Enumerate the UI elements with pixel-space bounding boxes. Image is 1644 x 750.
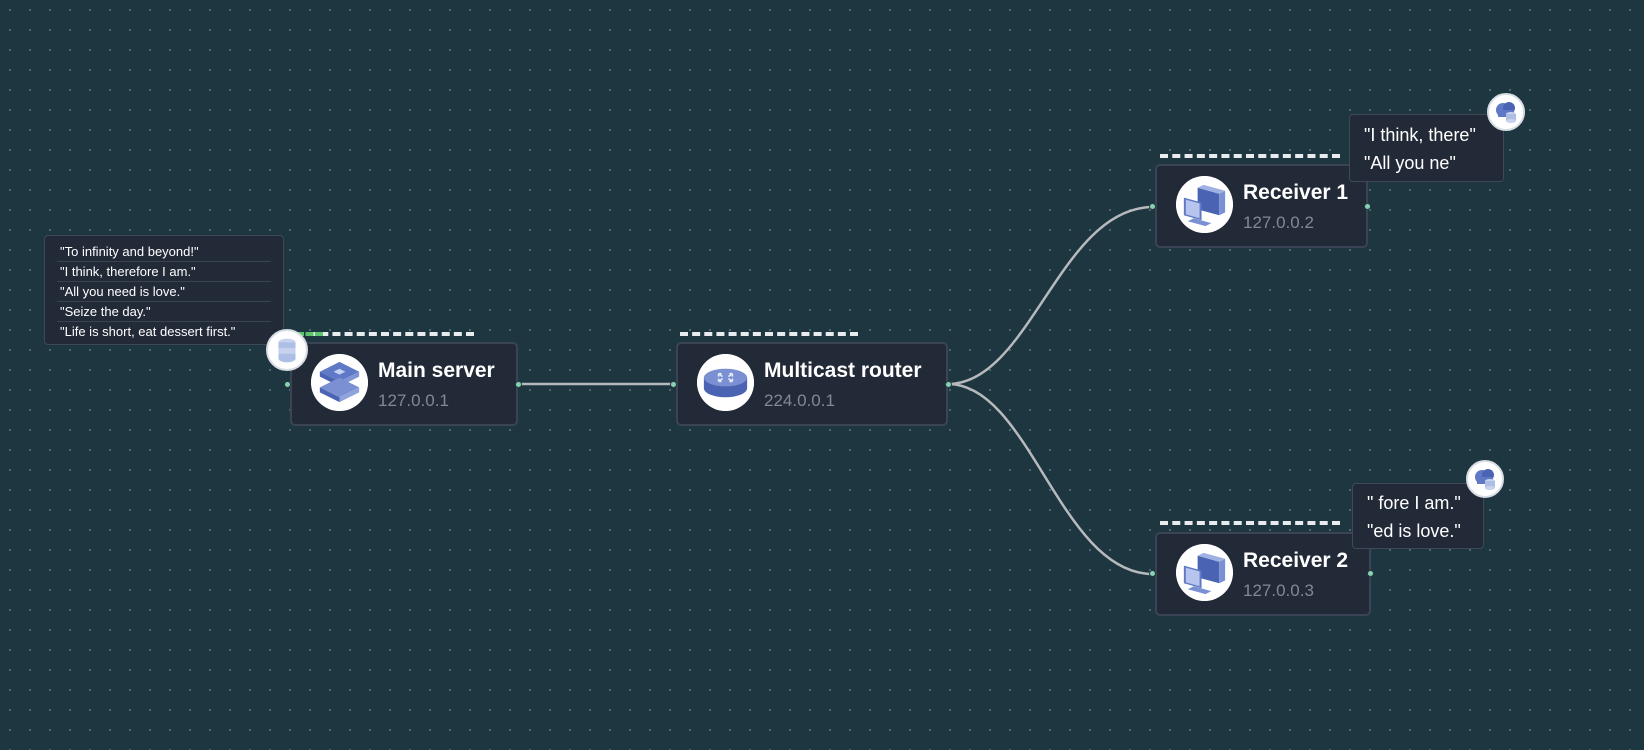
node-ip-address: 127.0.0.1 [378,391,449,410]
server-stack-icon [311,354,368,411]
buffer-message: "I think, there" [1364,125,1476,145]
receiver-2-message-buffer: " fore I am." "ed is love." [1352,483,1484,549]
cloud-database-icon[interactable] [1466,460,1504,498]
receiver-1-status-line [1160,154,1340,158]
node-title: Multicast router [764,359,922,382]
node-title: Receiver 1 [1243,181,1349,204]
database-icon[interactable] [266,329,308,371]
node-main-server[interactable]: Main server 127.0.0.1 [290,342,518,426]
receiver-1-output-port[interactable] [1364,203,1371,210]
main-server-message-queue: "To infinity and beyond!" "I think, ther… [44,235,284,345]
node-ip-address: 127.0.0.2 [1243,213,1314,232]
edge-router-to-receiver-1[interactable] [947,205,1154,386]
node-multicast-router[interactable]: Multicast router 224.0.0.1 [676,342,948,426]
queue-message: "To infinity and beyond!" [57,242,271,262]
cloud-database-icon[interactable] [1487,93,1525,131]
router-output-port[interactable] [945,381,952,388]
receiver-1-input-port[interactable] [1149,203,1156,210]
node-title: Receiver 2 [1243,549,1349,572]
receiver-1-message-buffer: "I think, there" "All you ne" [1349,114,1504,182]
node-title: Main server [378,359,495,382]
main-server-transfer-progress [296,332,323,336]
desktop-computer-icon [1176,176,1233,233]
node-ip-address: 127.0.0.3 [1243,581,1314,600]
router-icon [697,354,754,411]
queue-message: "Seize the day." [57,302,271,322]
node-ip-address: 224.0.0.1 [764,391,835,410]
buffer-message: "All you ne" [1364,153,1456,173]
main-server-output-port[interactable] [515,381,522,388]
edge-router-to-receiver-2[interactable] [947,382,1154,576]
main-server-input-port[interactable] [284,381,291,388]
queue-message: "Life is short, eat dessert first." [60,324,236,339]
receiver-2-status-line [1160,521,1340,525]
receiver-2-input-port[interactable] [1149,570,1156,577]
buffer-message: " fore I am." [1367,493,1461,513]
router-input-port[interactable] [670,381,677,388]
queue-message: "I think, therefore I am." [57,262,271,282]
queue-message: "All you need is love." [57,282,271,302]
receiver-2-output-port[interactable] [1367,570,1374,577]
buffer-message: "ed is love." [1367,521,1461,541]
node-receiver-2[interactable]: Receiver 2 127.0.0.3 [1155,532,1371,616]
main-server-status-line [296,332,474,336]
router-status-line [680,332,858,336]
node-receiver-1[interactable]: Receiver 1 127.0.0.2 [1155,164,1368,248]
desktop-computer-icon [1176,544,1233,601]
